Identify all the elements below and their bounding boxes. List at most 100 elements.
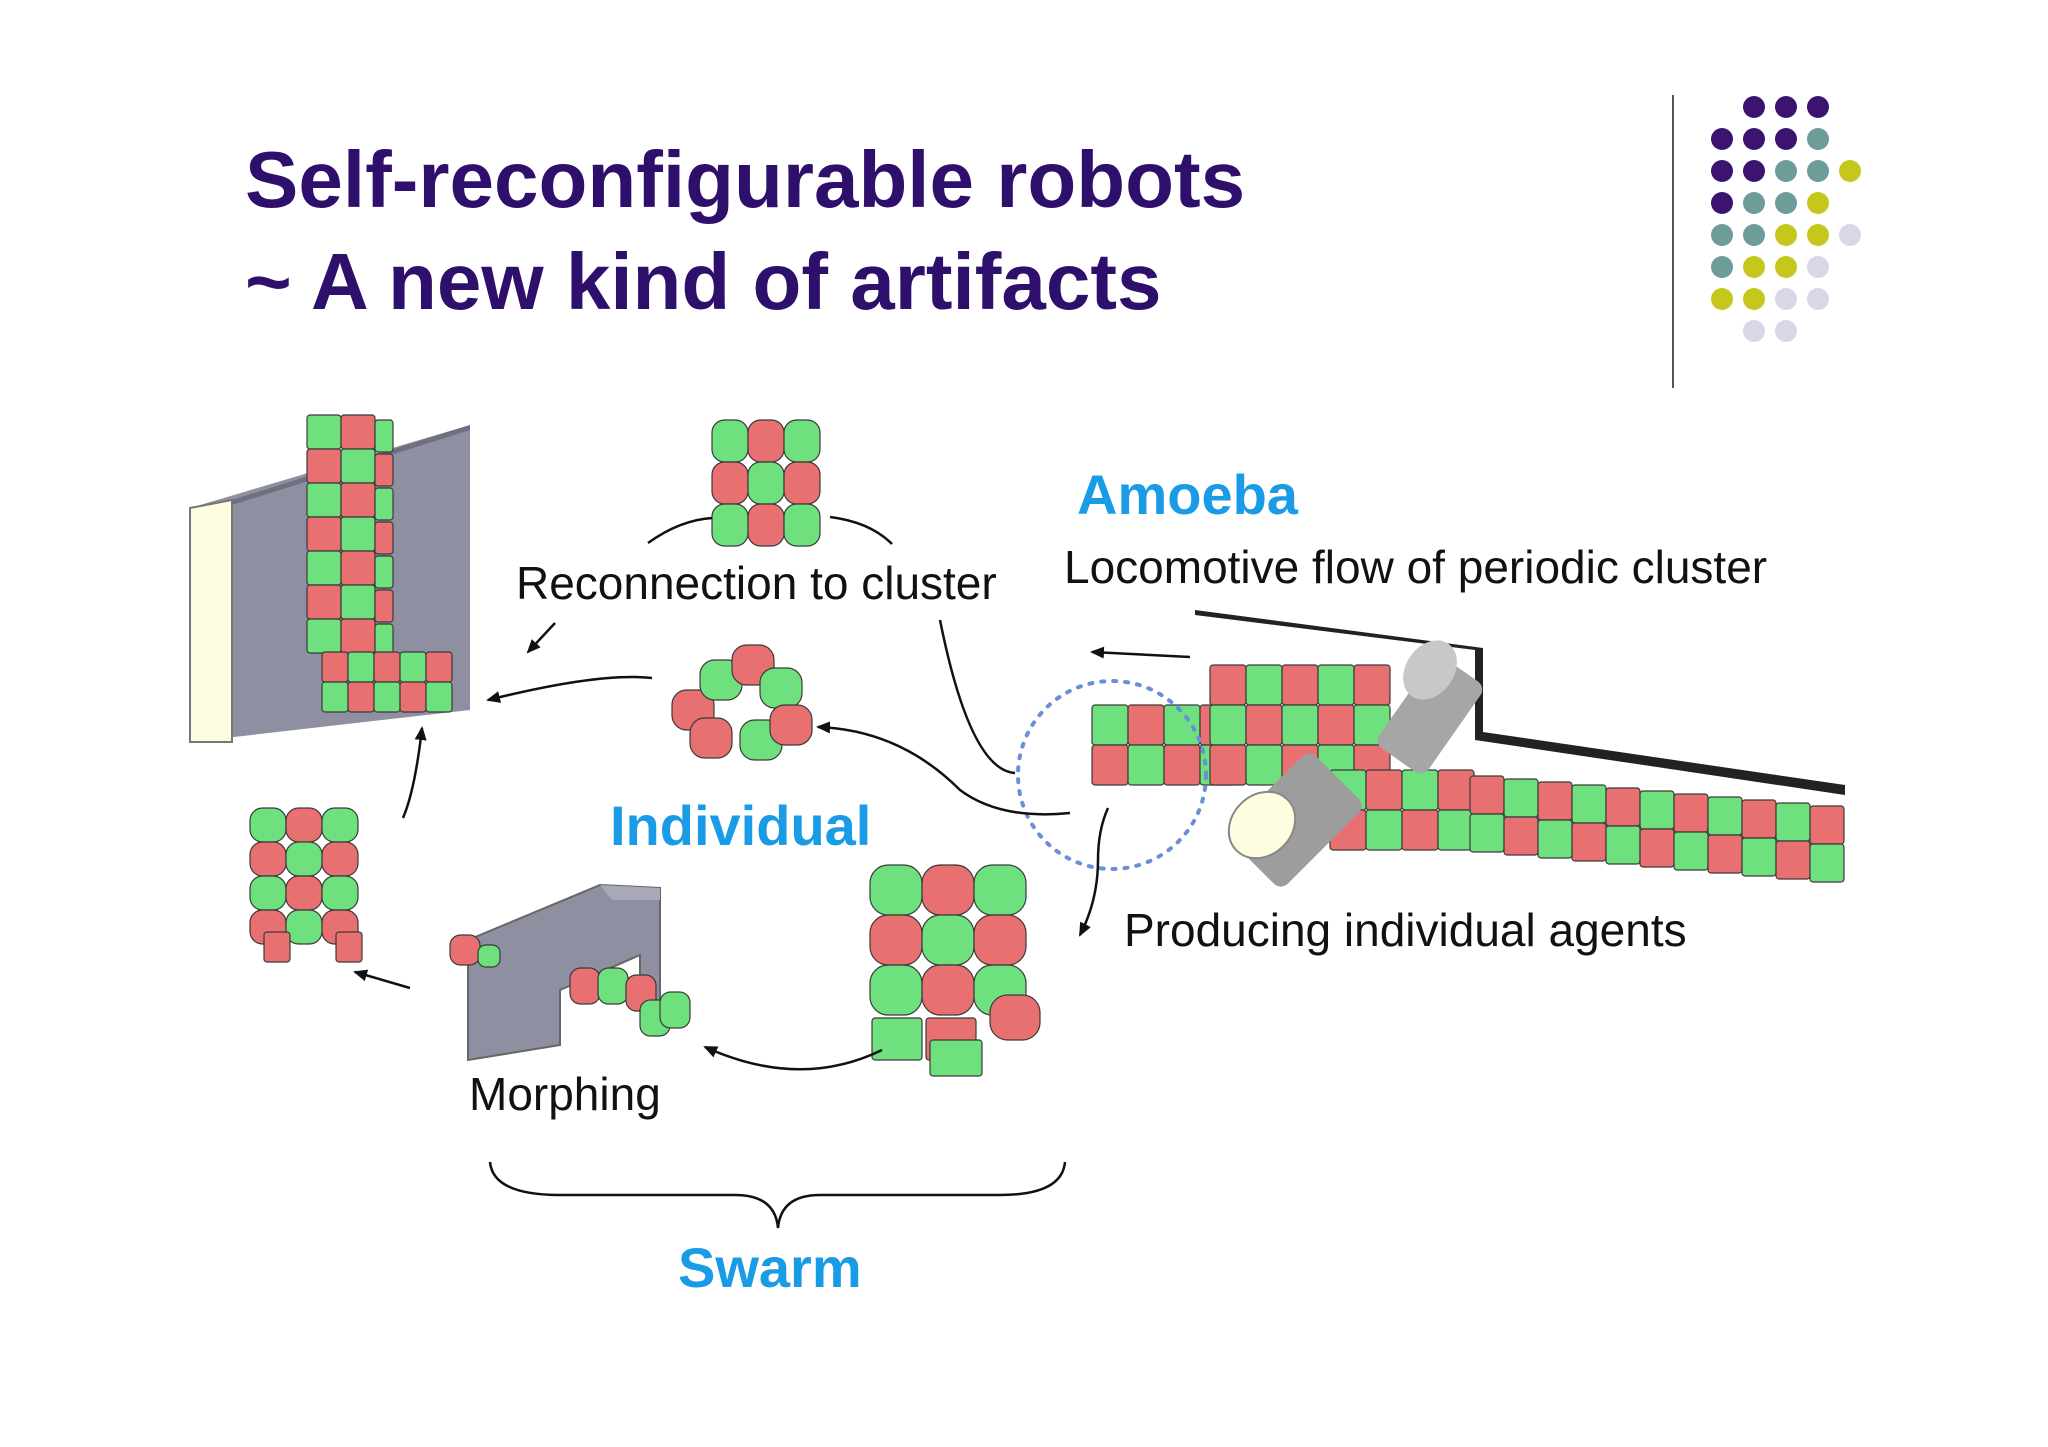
robot-module: [373, 681, 401, 713]
robot-module: [321, 681, 349, 713]
decorative-dot: [1775, 288, 1797, 310]
decorative-dot: [1711, 160, 1733, 182]
robot-module: [285, 807, 323, 843]
robot-module: [1209, 704, 1247, 746]
robot-module: [711, 419, 749, 463]
robot-module: [1401, 769, 1439, 811]
decorative-dot: [1743, 288, 1765, 310]
robot-module: [1209, 664, 1247, 706]
flow-arrows: [353, 515, 1191, 1229]
morphing-arch-illustration: [449, 883, 691, 1062]
robot-module: [340, 618, 376, 654]
roller-cylinder-front: [1227, 753, 1362, 887]
robot-module: [929, 1039, 983, 1077]
decorative-dot: [1807, 192, 1829, 214]
robot-module: [1401, 809, 1439, 851]
robot-module: [1245, 704, 1283, 746]
walker-right-illustration: [869, 864, 1041, 1077]
decorative-dot: [1711, 128, 1733, 150]
robot-module: [374, 555, 394, 589]
line-chain-to-reconnect: [938, 619, 1016, 775]
robot-module: [340, 482, 376, 518]
robot-module: [1163, 744, 1201, 786]
robot-module: [374, 419, 394, 453]
robot-module: [1281, 664, 1319, 706]
robot-module: [747, 461, 785, 505]
decorative-dot: [1775, 224, 1797, 246]
robot-module: [869, 864, 923, 916]
robot-module: [1353, 664, 1391, 706]
decorative-dot: [1711, 192, 1733, 214]
wall-with-tower-illustration: [189, 414, 470, 743]
arrow-tumble-to-tower: [486, 675, 653, 703]
robot-module: [1469, 775, 1505, 815]
robot-module: [1437, 769, 1475, 811]
robot-module: [374, 453, 394, 487]
decorative-dot: [1743, 96, 1765, 118]
robot-module: [1209, 744, 1247, 786]
robot-module: [306, 550, 342, 586]
robot-module: [1127, 744, 1165, 786]
robot-module: [340, 414, 376, 450]
robot-module: [321, 651, 349, 683]
decorative-dot: [1807, 224, 1829, 246]
swarm-brace: [488, 1161, 1067, 1229]
robot-module: [449, 934, 481, 966]
robot-module: [1091, 704, 1129, 746]
decorative-dot: [1807, 256, 1829, 278]
robot-module: [306, 618, 342, 654]
decorative-dot: [1807, 96, 1829, 118]
label-reconnection: Reconnection to cluster: [516, 557, 997, 609]
robot-module: [1741, 837, 1777, 877]
robot-module: [1639, 828, 1675, 868]
robot-module: [249, 841, 287, 877]
robot-module: [306, 448, 342, 484]
robot-module: [373, 651, 401, 683]
arc-top-right: [829, 515, 893, 545]
robot-module: [374, 487, 394, 521]
robot-module: [425, 681, 453, 713]
robot-module: [1673, 831, 1709, 871]
robot-module: [921, 864, 975, 916]
decorative-dot: [1775, 192, 1797, 214]
robot-module: [1673, 793, 1709, 833]
label-individual: Individual: [610, 794, 872, 857]
decorative-dot: [1743, 128, 1765, 150]
robot-module: [1503, 816, 1539, 856]
robot-module: [335, 931, 363, 963]
robot-module: [306, 584, 342, 620]
robot-module: [869, 964, 923, 1016]
cluster-top-illustration: [711, 419, 821, 547]
label-swarm: Swarm: [678, 1236, 862, 1299]
label-producing: Producing individual agents: [1124, 904, 1687, 956]
amoeba-chain-illustration: [1016, 610, 1845, 887]
robot-module: [425, 651, 453, 683]
slide-title-line-1: Self-reconfigurable robots: [245, 135, 1246, 224]
decorative-dot: [1711, 224, 1733, 246]
robot-module: [1469, 813, 1505, 853]
arc-top-left: [647, 516, 713, 545]
robot-module: [973, 864, 1027, 916]
robot-module: [869, 914, 923, 966]
robot-module: [1091, 744, 1129, 786]
robot-module: [321, 807, 359, 843]
robot-module: [783, 419, 821, 463]
slide-title-line-2: ~ A new kind of artifacts: [245, 237, 1162, 326]
decorative-dot: [1743, 224, 1765, 246]
robot-module: [306, 482, 342, 518]
arrow-chain-to-tumble: [816, 721, 1071, 816]
decorative-dot: [1807, 128, 1829, 150]
decorative-dot: [1775, 320, 1797, 342]
robot-module: [340, 550, 376, 586]
robot-module: [1317, 664, 1355, 706]
robot-module: [1317, 704, 1355, 746]
roller-cylinder-back: [1377, 640, 1483, 774]
robot-module: [1537, 819, 1573, 859]
robot-module: [374, 521, 394, 555]
robot-module: [1245, 664, 1283, 706]
robot-module: [285, 841, 323, 877]
robot-module: [783, 461, 821, 505]
robot-module: [249, 807, 287, 843]
